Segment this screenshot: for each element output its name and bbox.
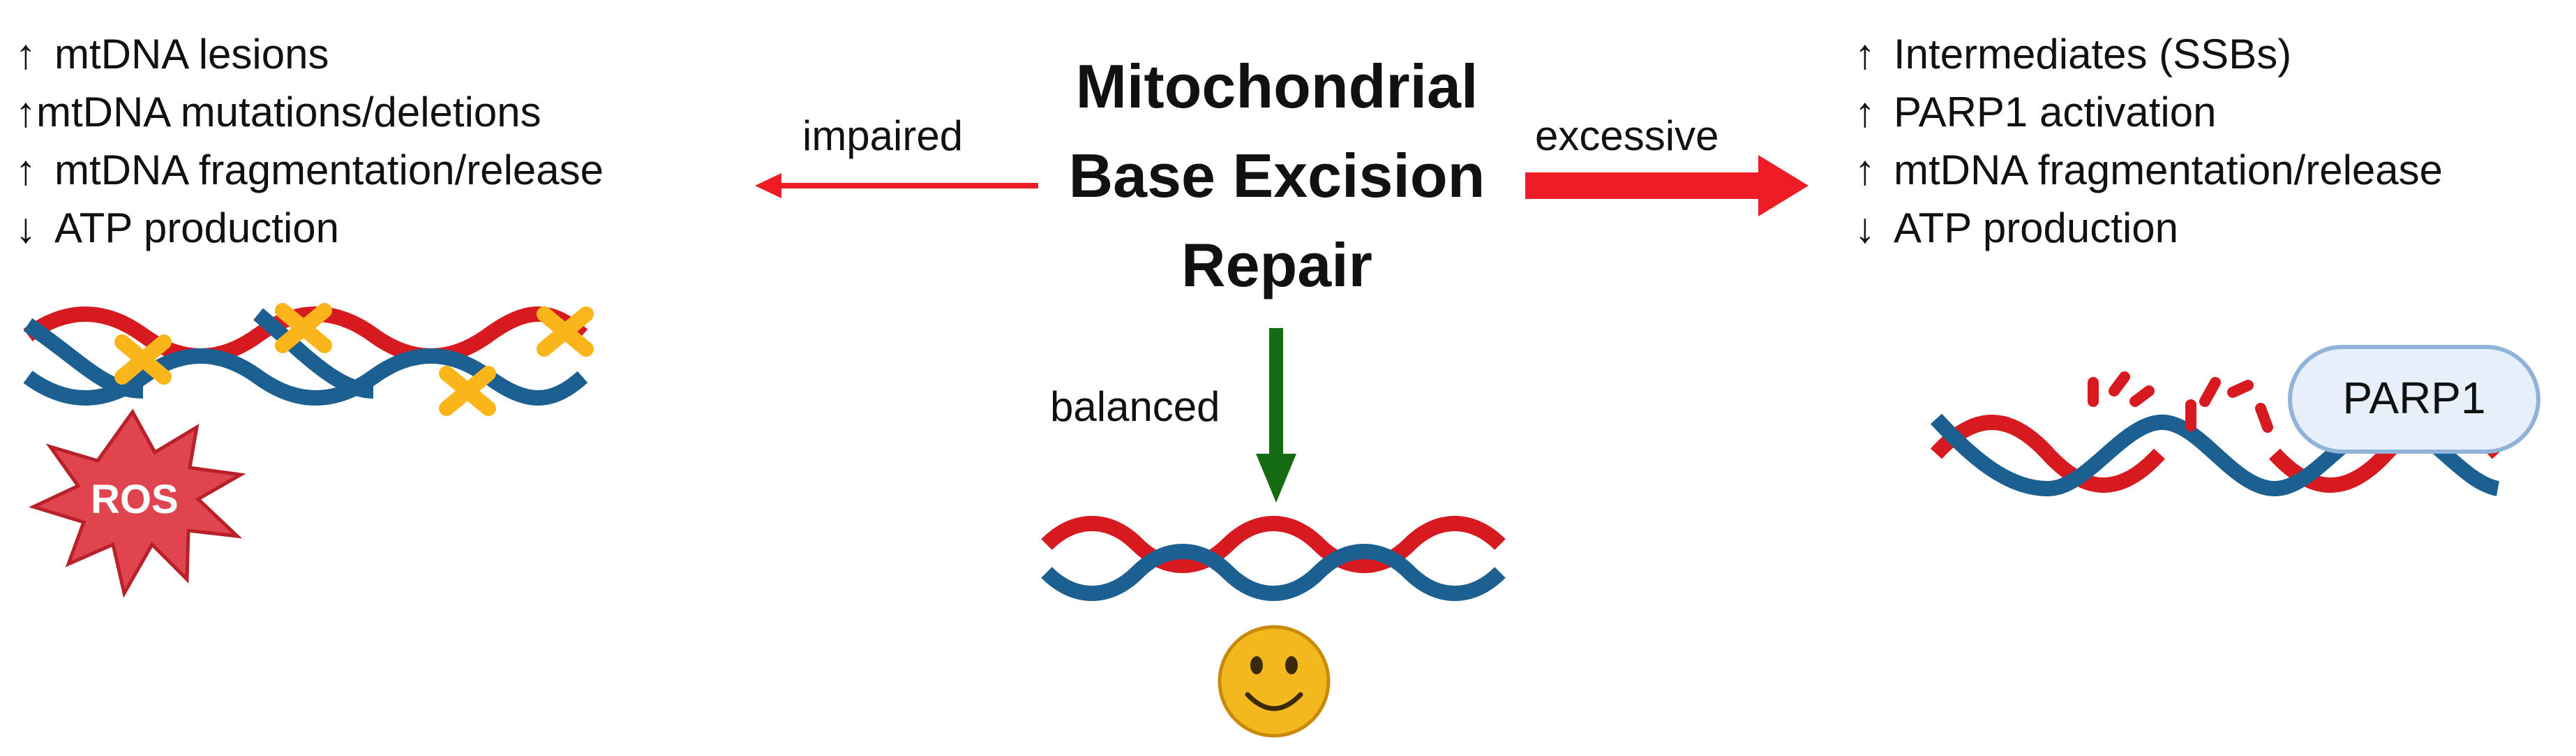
lesion-cross — [537, 306, 594, 357]
decrease-arrow-icon: ↓ — [1855, 205, 1875, 251]
effect-text: ATP production — [54, 205, 340, 251]
impaired-effects-list: ↑ mtDNA lesions ↑mtDNA mutations/deletion… — [15, 25, 604, 257]
effect-item: ↑ mtDNA fragmentation/release — [1855, 141, 2443, 199]
effect-text: mtDNA fragmentation/release — [54, 147, 604, 193]
increase-arrow-icon: ↑ — [1855, 89, 1875, 135]
parp1-protein — [2288, 345, 2540, 454]
effect-text: mtDNA fragmentation/release — [1894, 147, 2443, 193]
effect-item: ↑ Intermediates (SSBs) — [1855, 25, 2443, 83]
ros-label: ROS — [91, 477, 179, 522]
smiley-face-icon — [1218, 625, 1331, 738]
excessive-effects-list: ↑Intermediates (SSBs) ↑PARP1 activation … — [1855, 25, 2443, 257]
effect-item: ↑ PARP1 activation — [1855, 83, 2443, 141]
lesion-cross — [114, 334, 172, 385]
effect-item: ↑ mtDNA lesions — [15, 25, 604, 83]
parp1-label: PARP1 — [2342, 373, 2486, 423]
impaired-arrow — [755, 173, 1038, 198]
effect-text: mtDNA mutations/deletions — [36, 89, 541, 135]
excessive-arrow — [1525, 155, 1809, 216]
increase-arrow-icon: ↑ — [15, 31, 36, 77]
increase-arrow-icon: ↑ — [1855, 147, 1875, 193]
decrease-arrow-icon: ↓ — [15, 205, 36, 251]
effect-item: ↓ ATP production — [15, 199, 604, 257]
effect-item: ↑ mtDNA fragmentation/release — [15, 141, 604, 199]
effect-text: Intermediates (SSBs) — [1894, 31, 2292, 77]
effect-item: ↑mtDNA mutations/deletions — [15, 83, 604, 141]
effect-text: PARP1 activation — [1894, 89, 2217, 135]
title-line: Base Excision — [1068, 141, 1485, 210]
effect-text: mtDNA lesions — [54, 31, 329, 77]
excessive-label: excessive — [1535, 112, 1719, 159]
lesion-cross — [275, 303, 332, 353]
title-line: Repair — [1181, 230, 1372, 299]
title-line: Mitochondrial — [1075, 52, 1478, 121]
increase-arrow-icon: ↑ — [15, 89, 36, 135]
impaired-label: impaired — [802, 112, 964, 159]
lesion-cross — [439, 366, 496, 416]
ros-starburst — [29, 408, 246, 598]
balanced-label: balanced — [1050, 383, 1220, 430]
effect-text: ATP production — [1894, 205, 2179, 251]
effect-item: ↓ ATP production — [1855, 199, 2443, 257]
balanced-arrow — [1256, 328, 1296, 503]
diagram-title: Mitochondrial Base Excision Repair — [970, 42, 1584, 310]
increase-arrow-icon: ↑ — [1855, 31, 1875, 77]
healthy-dna-helix — [1041, 516, 1506, 601]
increase-arrow-icon: ↑ — [15, 147, 36, 193]
